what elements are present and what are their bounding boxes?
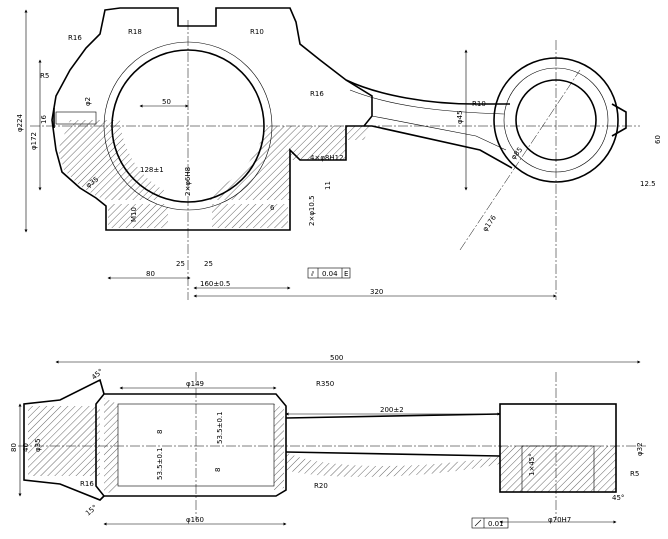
label-d4x8: 4×φ8H12 [310, 154, 344, 162]
tol-value: 0.04 [322, 270, 338, 278]
label-d80: 80 [146, 270, 155, 278]
label-d50: 50 [162, 98, 171, 106]
tol-value-bottom: 0.01 [488, 520, 504, 528]
label-r16-left: R16 [68, 34, 82, 42]
label-d53-5b: 53.5±0.1 [156, 447, 164, 480]
tol-symbol: ⫽ [310, 270, 315, 278]
label-h16: 16 [40, 115, 48, 124]
label-d53-5a: 53.5±0.1 [216, 411, 224, 444]
rod-side-upper [285, 413, 501, 419]
label-d500: 500 [330, 354, 343, 362]
label-ang45: 45° [90, 367, 105, 381]
rod-side-lower [285, 451, 501, 457]
label-r10-small: R10 [472, 100, 486, 108]
rod-inner-lower [371, 115, 507, 151]
label-d160: 160±0.5 [200, 280, 230, 288]
label-d8b: 8 [214, 468, 222, 472]
top-view: R16 R18 R10 R5 φ2 50 R16 R10 φ45 φ85 φ17… [16, 7, 662, 300]
label-d25b: 25 [204, 260, 213, 268]
label-phi149: φ149 [186, 380, 204, 388]
label-ang15: 15° [84, 503, 99, 517]
tol-datum: E [344, 270, 348, 278]
label-r5-left: R5 [40, 72, 49, 80]
label-phi2: φ2 [84, 97, 92, 106]
label-r18: R18 [128, 28, 142, 36]
label-ang45b: 45° [612, 494, 624, 502]
label-phi32: φ32 [636, 442, 644, 456]
label-d128: 128±1 [140, 166, 164, 174]
left-boss [23, 378, 105, 501]
label-d12-5: 12.5 [640, 180, 656, 188]
label-r350: R350 [316, 380, 334, 388]
section-hatch-base [108, 204, 288, 228]
section-hatch-left [58, 120, 164, 200]
label-phi176: φ176 [481, 213, 498, 233]
label-d200: 200±2 [380, 406, 404, 414]
label-r5b: R5 [630, 470, 639, 478]
tolerance-frame-top: ⫽ 0.04 E [307, 267, 351, 279]
label-d2x6: 2×φ6H8 [184, 167, 192, 196]
label-d8a: 8 [156, 430, 164, 434]
label-r16b: R16 [80, 480, 94, 488]
small-end-hatch [500, 446, 616, 492]
small-end-boss [611, 103, 627, 137]
label-d40: 40 [22, 443, 30, 452]
label-d25a: 25 [176, 260, 185, 268]
tolerance-frame-bottom: 0.01 [471, 517, 509, 529]
big-end-side-outline [95, 393, 287, 497]
section-hatch-right [210, 126, 370, 200]
centerline-diagonal [459, 69, 581, 251]
label-phi224: φ224 [16, 113, 24, 132]
bottom-view: 500 45° φ149 R350 200±2 80 40 φ35 8 53.5… [10, 354, 646, 529]
rod-lower-edge [364, 125, 513, 169]
label-r10-top: R10 [250, 28, 264, 36]
label-d6: 6 [270, 204, 275, 212]
label-phi35b: φ35 [34, 438, 42, 452]
label-ch1x45: 1×45° [528, 453, 536, 476]
label-phi70: φ70H7 [548, 516, 571, 524]
rod-upper-edge [345, 79, 510, 105]
label-d320: 320 [370, 288, 383, 296]
label-d2x10: 2×φ10.5 [308, 195, 316, 226]
label-phi172: φ172 [30, 132, 38, 150]
rod-hatch [286, 452, 500, 477]
label-d80b: 80 [10, 443, 18, 452]
label-d11: 11 [324, 181, 332, 190]
oil-hole [55, 111, 97, 125]
label-m10: M10 [130, 207, 138, 222]
label-d60: 60 [654, 135, 662, 144]
label-r16-rod: R16 [310, 90, 324, 98]
label-phi45: φ45 [456, 110, 464, 124]
rod-inner-upper [349, 89, 505, 115]
label-r20: R20 [314, 482, 328, 490]
left-boss-hatch [28, 406, 100, 476]
label-phi160: φ160 [186, 516, 204, 524]
